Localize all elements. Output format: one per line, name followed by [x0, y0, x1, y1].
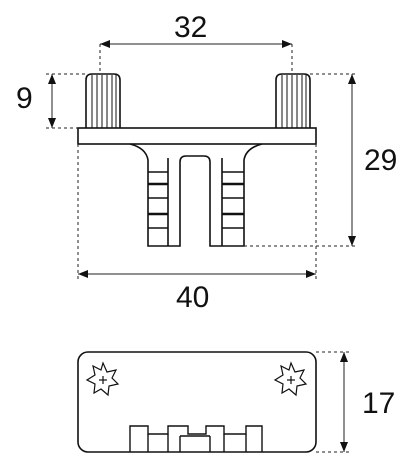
- dim-label-pin-height: 9: [16, 82, 33, 115]
- flange-plate: [77, 127, 317, 145]
- dimension-lines: [46, 43, 356, 453]
- center-body: [129, 143, 263, 247]
- dim-label-depth: 17: [362, 387, 396, 420]
- left-star-hole: [85, 361, 120, 397]
- arrowheads: [48, 40, 356, 452]
- plan-view: [77, 351, 317, 453]
- dim-top-spacing: [99, 43, 293, 74]
- left-leg-detail: [148, 158, 169, 246]
- dim-overall-height: [244, 73, 356, 247]
- right-pin: [275, 73, 311, 128]
- right-leg-detail: [221, 158, 244, 246]
- dim-overall-width: [77, 144, 317, 280]
- bottom-connector: [129, 425, 263, 452]
- left-pin: [85, 73, 121, 128]
- dim-label-top-spacing: 32: [174, 11, 208, 44]
- right-star-hole: [273, 361, 308, 397]
- plan-outline: [77, 351, 317, 453]
- front-view: [77, 73, 317, 247]
- dim-depth: [316, 351, 350, 453]
- dim-label-overall-height: 29: [364, 144, 398, 177]
- dim-label-overall-width: 40: [176, 281, 210, 314]
